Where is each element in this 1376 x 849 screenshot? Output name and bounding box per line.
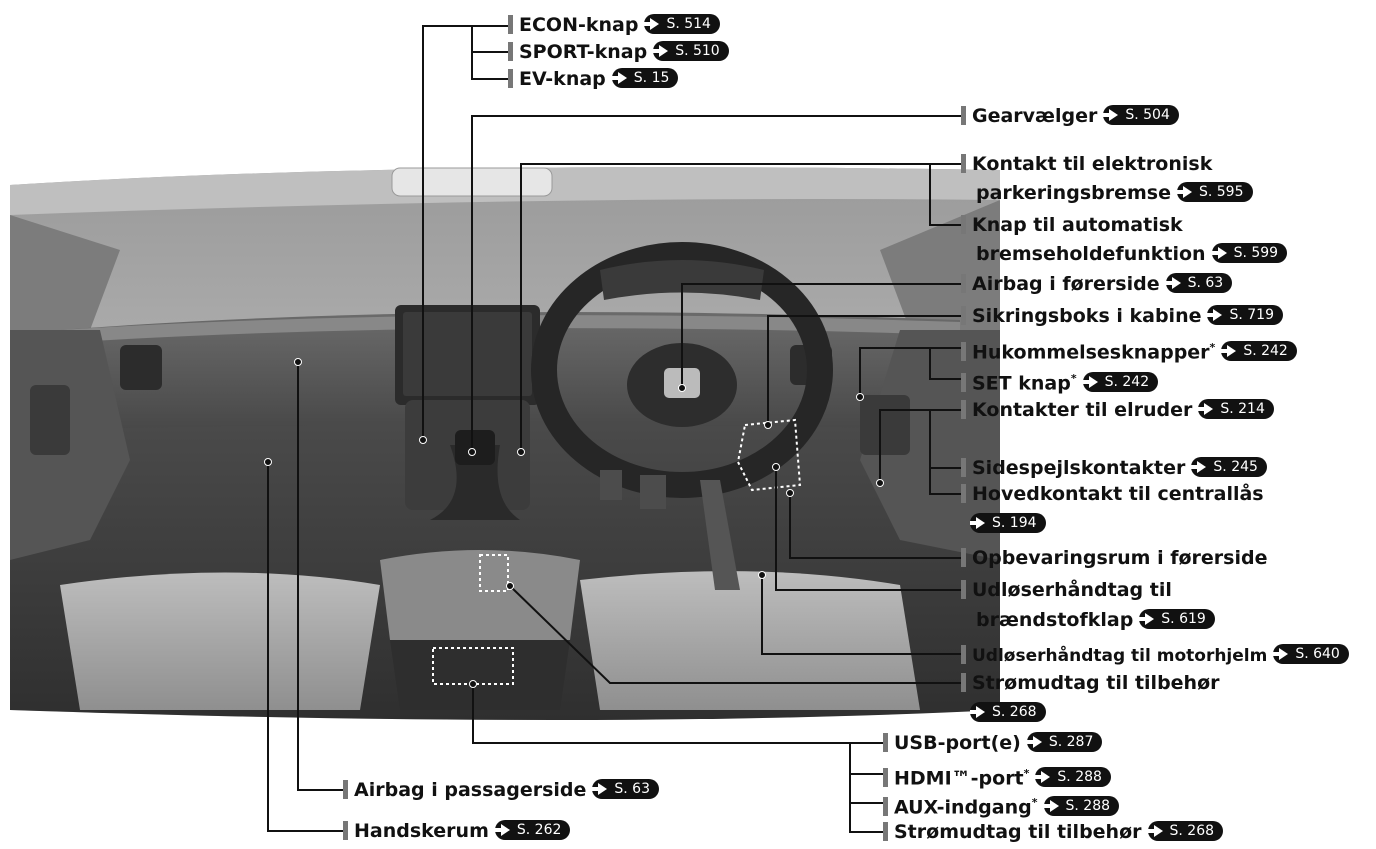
page-ref[interactable]: S. 268 bbox=[1147, 821, 1224, 841]
arrow-right-icon bbox=[970, 706, 985, 718]
arrow-right-icon bbox=[970, 517, 985, 529]
label-autohold-line1: Knap til automatisk bbox=[961, 214, 1183, 236]
arrow-right-icon bbox=[1139, 613, 1155, 625]
page-ref[interactable]: S. 514 bbox=[644, 14, 720, 34]
arrow-right-icon bbox=[592, 783, 608, 795]
arrow-right-icon bbox=[1103, 109, 1119, 121]
arrow-right-icon bbox=[1082, 376, 1098, 389]
page-ref[interactable]: S. 214 bbox=[1198, 399, 1274, 419]
page-ref[interactable]: S. 287 bbox=[1026, 732, 1103, 752]
page-ref[interactable]: S. 63 bbox=[1165, 273, 1233, 293]
page-ref[interactable]: S. 245 bbox=[1191, 457, 1267, 477]
page-ref[interactable]: S. 719 bbox=[1207, 305, 1283, 325]
page-ref[interactable]: S. 510 bbox=[653, 41, 729, 61]
page-ref[interactable]: S. 288 bbox=[1043, 796, 1120, 817]
label-parking-brake-line1: Kontakt til elektronisk bbox=[961, 153, 1212, 175]
label-usb-ports: USB-port(e)S. 287 bbox=[883, 732, 1103, 754]
arrow-right-icon bbox=[1191, 461, 1207, 473]
label-set-button: SET knap*S. 242 bbox=[961, 368, 1159, 394]
page-ref[interactable]: S. 63 bbox=[592, 779, 659, 799]
label-hdmi-port: HDMI™-port*S. 288 bbox=[883, 763, 1111, 789]
label-accessory-power-1: Strømudtag til tilbehør bbox=[961, 672, 1220, 694]
label-driver-storage: Opbevaringsrum i førerside bbox=[961, 547, 1267, 569]
label-memory-buttons: Hukommelsesknapper*S. 242 bbox=[961, 337, 1297, 363]
arrow-right-icon bbox=[1198, 403, 1214, 415]
page-ref[interactable]: S. 242 bbox=[1082, 372, 1159, 393]
page-ref[interactable]: S. 268 bbox=[970, 702, 1046, 722]
arrow-right-icon bbox=[1026, 736, 1042, 748]
callout-dots bbox=[264, 358, 884, 688]
label-accessory-power-1-ref: S. 268 bbox=[970, 702, 1046, 724]
arrow-right-icon bbox=[1165, 277, 1181, 289]
page-ref[interactable]: S. 504 bbox=[1103, 105, 1179, 125]
arrow-right-icon bbox=[1207, 309, 1223, 321]
arrow-right-icon bbox=[1043, 800, 1059, 813]
label-aux-input: AUX-indgang*S. 288 bbox=[883, 792, 1120, 818]
car-interior-illustration bbox=[10, 167, 1000, 721]
page-ref[interactable]: S. 595 bbox=[1176, 182, 1253, 202]
page-ref[interactable]: S. 194 bbox=[970, 513, 1046, 533]
arrow-right-icon bbox=[644, 18, 660, 30]
arrow-right-icon bbox=[1211, 247, 1227, 259]
page-ref[interactable]: S. 262 bbox=[494, 820, 571, 840]
arrow-right-icon bbox=[1035, 771, 1051, 784]
arrow-right-icon bbox=[1221, 345, 1237, 358]
arrow-right-icon bbox=[494, 824, 510, 836]
label-central-lock-line1: Hovedkontakt til centrallås bbox=[961, 483, 1264, 505]
arrow-right-icon bbox=[611, 72, 627, 84]
callout-lines bbox=[267, 25, 963, 833]
arrow-right-icon bbox=[1176, 186, 1192, 198]
arrow-right-icon bbox=[1147, 825, 1163, 837]
page-ref[interactable]: S. 288 bbox=[1035, 767, 1111, 788]
page-ref[interactable]: S. 242 bbox=[1221, 341, 1297, 362]
label-central-lock-line2: S. 194 bbox=[970, 513, 1046, 535]
page-ref[interactable]: S. 599 bbox=[1211, 243, 1288, 263]
page-ref[interactable]: S. 640 bbox=[1273, 644, 1349, 664]
page-ref[interactable]: S. 15 bbox=[611, 68, 679, 88]
label-fuel-lid-line1: Udløserhåndtag til bbox=[961, 579, 1172, 601]
page-ref[interactable]: S. 619 bbox=[1139, 609, 1215, 629]
arrow-right-icon bbox=[1273, 648, 1289, 660]
arrow-right-icon bbox=[653, 45, 669, 57]
